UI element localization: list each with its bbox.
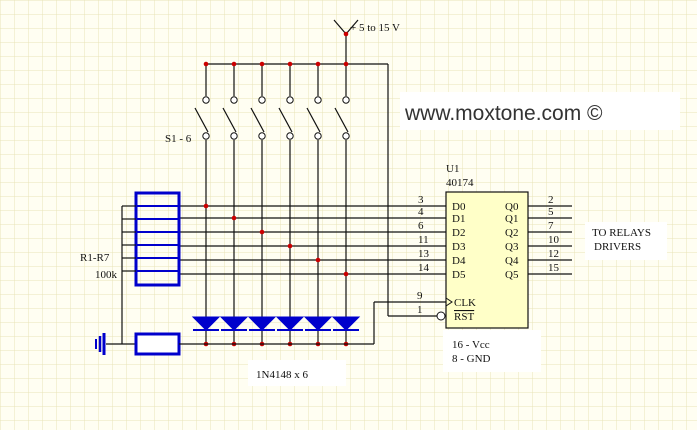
resistor-array	[134, 191, 181, 287]
ground-icon	[95, 333, 106, 355]
junction-dot	[315, 61, 321, 67]
ic-output-pin: 12	[548, 248, 559, 260]
switch-array	[179, 61, 446, 347]
supply-label: + 5 to 15 V	[350, 22, 400, 34]
relays-box	[585, 222, 667, 260]
ic-output-pin: 2	[548, 194, 554, 206]
ic-input-label: D4	[452, 255, 466, 267]
ground-bus	[106, 205, 136, 345]
power-note-box	[443, 330, 541, 372]
junction-dot	[259, 61, 265, 67]
ic-input-pin: 14	[418, 262, 430, 274]
ic-input-pin: 11	[418, 234, 429, 246]
junction-dot	[203, 203, 209, 209]
junction-dot	[287, 243, 293, 249]
ic-output-label: Q5	[505, 269, 519, 281]
rst-inversion-bubble	[436, 311, 446, 321]
diode-icon	[275, 316, 305, 331]
switch-column	[179, 61, 446, 347]
power-note-vcc: 16 - Vcc	[452, 339, 490, 351]
ic-input-label: D3	[452, 241, 466, 253]
ic-output-pin: 15	[548, 262, 560, 274]
junction-dot	[287, 61, 293, 67]
ic-output-pin: 7	[548, 220, 554, 232]
clk-triangle-icon	[445, 297, 453, 307]
ic-output-label: Q4	[505, 255, 519, 267]
ic-u1-body	[445, 191, 529, 329]
ic-input-pin: 13	[418, 248, 430, 260]
ic-input-label: D5	[452, 269, 466, 281]
ic-input-pin: 3	[418, 194, 424, 206]
ic-input-pin: 4	[418, 206, 424, 218]
ic-input-label: D0	[452, 201, 466, 213]
ic-output-label: Q0	[505, 201, 519, 213]
junction-dot	[231, 61, 237, 67]
switch-column	[179, 61, 446, 347]
junction-dot	[231, 215, 237, 221]
ic-output-pin: 10	[548, 234, 560, 246]
diodes-label: 1N4148 x 6	[256, 369, 308, 381]
junction-dot	[343, 61, 349, 67]
switch-column	[179, 61, 446, 347]
resistors-ref-label: R1-R7	[80, 252, 110, 264]
diodes-label-box	[248, 360, 346, 386]
junction-dot	[343, 271, 349, 277]
resistor-r7	[134, 332, 181, 356]
diode-bus	[179, 301, 446, 345]
junction-dot	[315, 257, 321, 263]
ic-output-label: Q1	[505, 213, 518, 225]
ic-part: 40174	[446, 177, 474, 189]
diode-icon	[247, 316, 277, 331]
switches-label: S1 - 6	[165, 133, 192, 145]
diode-icon	[191, 316, 221, 331]
switch-column	[179, 61, 446, 347]
junction-dot	[259, 229, 265, 235]
switch-column	[179, 61, 446, 347]
diode-icon	[331, 316, 361, 331]
relays-line1: TO RELAYS	[592, 227, 651, 239]
supply-terminal	[333, 19, 359, 64]
rst-label: RST	[454, 311, 474, 323]
relays-line2: DRIVERS	[594, 241, 641, 253]
diode-array	[191, 316, 361, 331]
clk-label: CLK	[454, 297, 476, 309]
switch-column	[179, 61, 446, 347]
ic-output-label: Q3	[505, 241, 519, 253]
watermark-box	[400, 92, 680, 130]
ic-output-pin: 5	[548, 206, 554, 218]
clk-pin: 9	[417, 290, 423, 302]
ic-input-label: D1	[452, 213, 465, 225]
rst-pin: 1	[417, 304, 423, 316]
ic-input-label: D2	[452, 227, 465, 239]
resistors-value-label: 100k	[95, 269, 118, 281]
ic-input-pin: 6	[418, 220, 424, 232]
power-note-gnd: 8 - GND	[452, 353, 491, 365]
ic-ref: U1	[446, 163, 459, 175]
supply-junction	[343, 31, 349, 37]
ic-output-label: Q2	[505, 227, 518, 239]
watermark-text: www.moxtone.com ©	[404, 102, 603, 125]
diode-icon	[219, 316, 249, 331]
junction-dot	[203, 61, 209, 67]
diode-icon	[303, 316, 333, 331]
